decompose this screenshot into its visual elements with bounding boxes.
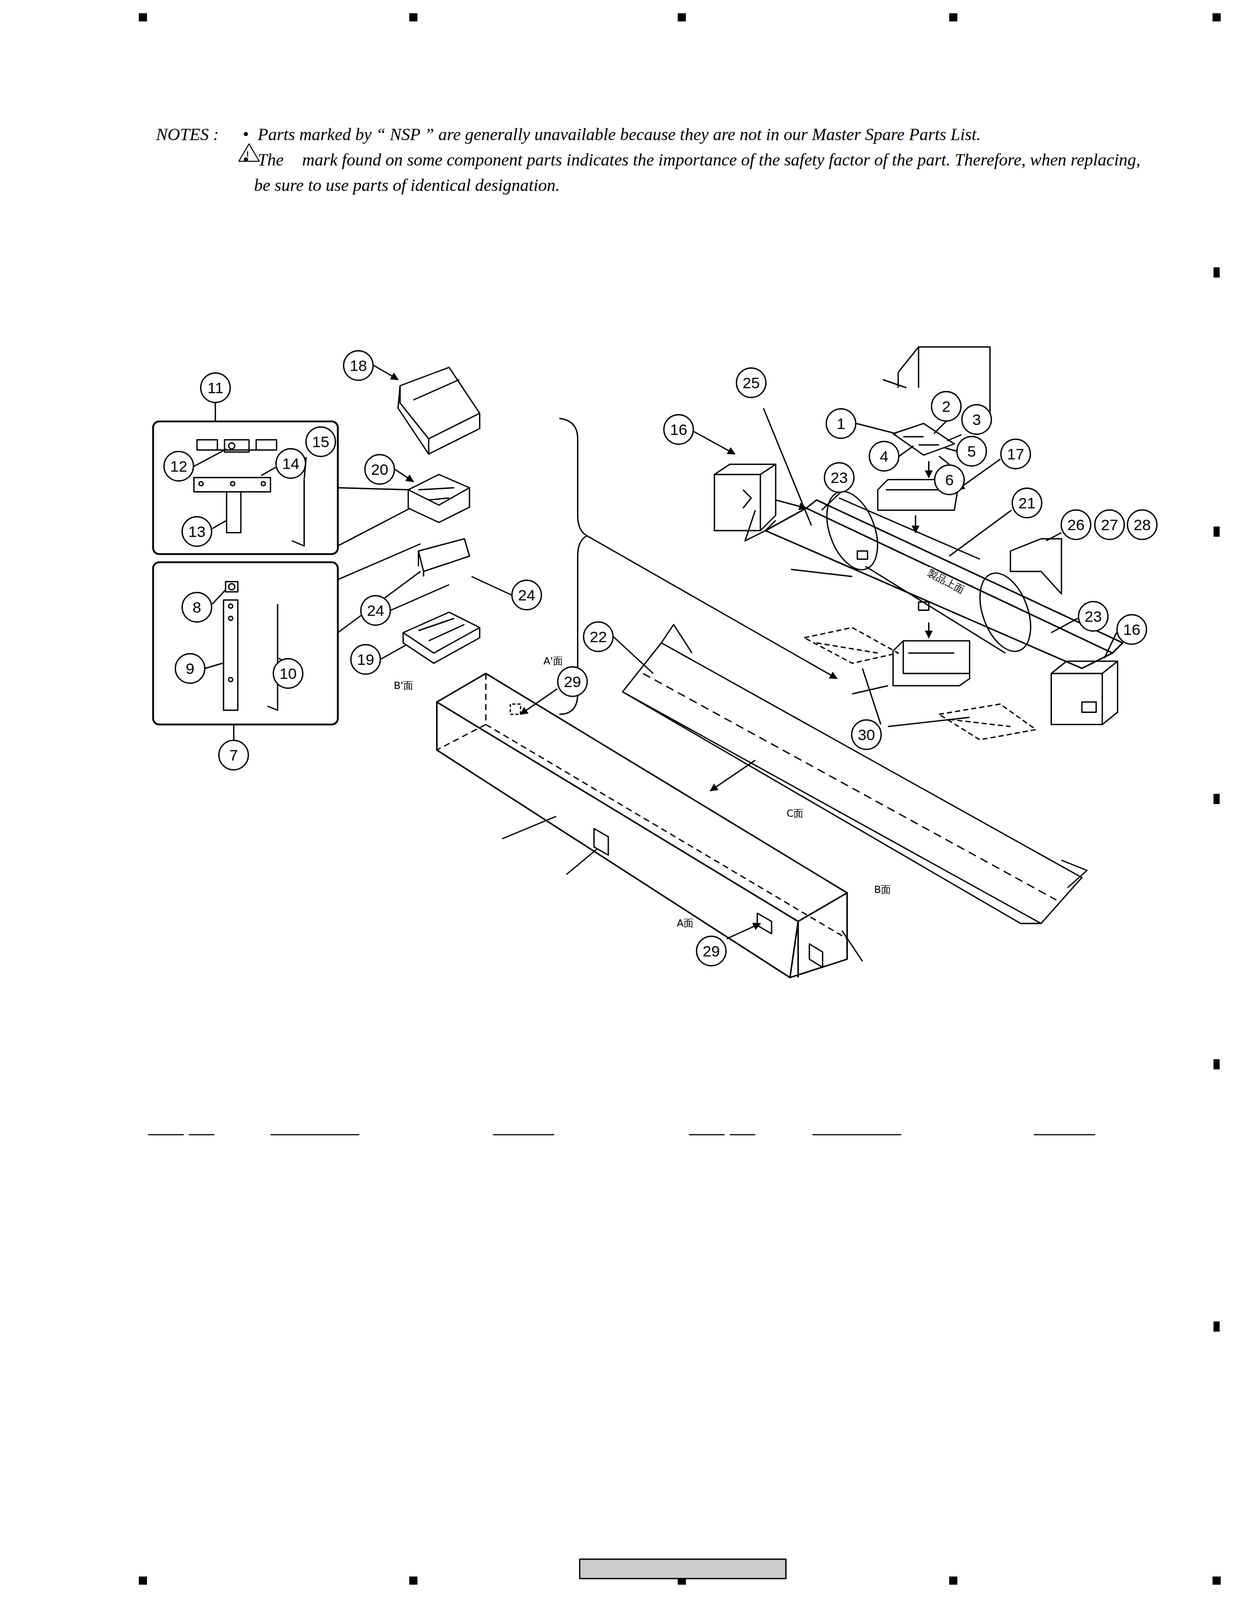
notes-heading: NOTES : (156, 121, 219, 147)
callout-circle: 18 (342, 350, 374, 382)
callout-number: 23 (1084, 608, 1102, 625)
callout-circle: 9 (174, 653, 206, 685)
callout-number: 24 (366, 602, 385, 619)
callout-number: 21 (1018, 495, 1036, 511)
callout-circle: 29 (557, 666, 588, 698)
callout-circle: 4 (868, 440, 900, 472)
callout-circle: 24 (511, 579, 543, 611)
callout-number: 6 (945, 472, 954, 488)
callout-number: 18 (349, 357, 367, 374)
callout-circle: 2 (930, 391, 962, 422)
callout-number: 5 (967, 443, 977, 460)
callout-circle: 27 (1094, 509, 1125, 541)
callout-circle: 7 (218, 739, 250, 771)
callout-number: 9 (185, 660, 195, 677)
callout-number: 26 (1067, 517, 1085, 533)
callout-circle: 30 (850, 719, 882, 751)
callout-circle: 5 (956, 435, 988, 467)
callout-number: 24 (518, 587, 536, 603)
callout-number: 17 (1007, 446, 1025, 462)
callout-circle: 28 (1126, 509, 1158, 541)
callout-circle: 11 (200, 372, 231, 404)
callout-number: 16 (669, 421, 688, 438)
callout-circle: 3 (961, 404, 993, 436)
callout-number: 27 (1100, 517, 1119, 533)
callout-circle: 26 (1060, 509, 1092, 541)
callout-number: 7 (229, 747, 239, 763)
callout-number: 22 (589, 629, 607, 645)
callout-circle: 23 (823, 462, 855, 494)
callout-number: 16 (1123, 621, 1141, 638)
callout-circle: 21 (1011, 487, 1043, 519)
bullet: • (242, 146, 249, 173)
callout-circle: 17 (1000, 438, 1032, 470)
callout-circle: 23 (1077, 601, 1109, 632)
callout-circle: 15 (305, 426, 337, 458)
callout-number: 19 (356, 651, 375, 668)
callout-number: 8 (192, 599, 202, 616)
callout-circle: 24 (360, 595, 392, 626)
callout-circle: 14 (275, 448, 307, 480)
callout-number: 4 (880, 448, 889, 465)
face-label: A'面 (542, 655, 564, 667)
callout-circle: 16 (663, 414, 695, 445)
callout-circle: 1 (825, 408, 857, 440)
face-label: B'面 (392, 680, 415, 692)
callout-number: 29 (702, 943, 720, 959)
callout-circle: 16 (1116, 614, 1148, 646)
callout-number: 14 (282, 455, 300, 472)
note-text: The (257, 146, 284, 173)
callout-circle: 25 (735, 367, 767, 399)
callout-number: 15 (312, 434, 330, 450)
callout-number: 30 (857, 727, 876, 743)
callout-number: 29 (563, 674, 582, 690)
bullet: • (242, 121, 249, 147)
callout-circle: 13 (181, 516, 213, 548)
face-label: A面 (675, 918, 695, 929)
callout-number: 3 (972, 411, 982, 428)
callout-number: 2 (942, 398, 951, 415)
callout-number: 1 (836, 415, 846, 432)
callout-number: 28 (1133, 517, 1151, 533)
note-text: Parts marked by “ NSP ” are generally un… (257, 121, 981, 147)
callout-circle: 10 (272, 658, 304, 690)
safety-triangle (239, 143, 260, 162)
callout-number: 23 (830, 469, 848, 486)
callout-circle: 29 (695, 935, 727, 967)
callout-number: 13 (188, 523, 206, 540)
callout-circle: 8 (181, 591, 213, 623)
face-label: B面 (873, 884, 892, 896)
callout-circle: 12 (163, 450, 195, 482)
callout-number: 11 (207, 380, 224, 396)
registration-marks (138, 13, 1221, 1585)
callout-number: 10 (279, 665, 297, 682)
callout-circle: 22 (582, 621, 614, 653)
callout-circle: 6 (933, 464, 965, 496)
callout-number: 12 (170, 458, 188, 475)
note-text: mark found on some component parts indic… (254, 146, 1157, 198)
face-label: C面 (785, 808, 805, 820)
callout-circle: 19 (350, 644, 382, 675)
callout-circle: 20 (364, 454, 396, 485)
callout-number: 25 (742, 375, 760, 391)
callout-number: 20 (371, 461, 389, 478)
